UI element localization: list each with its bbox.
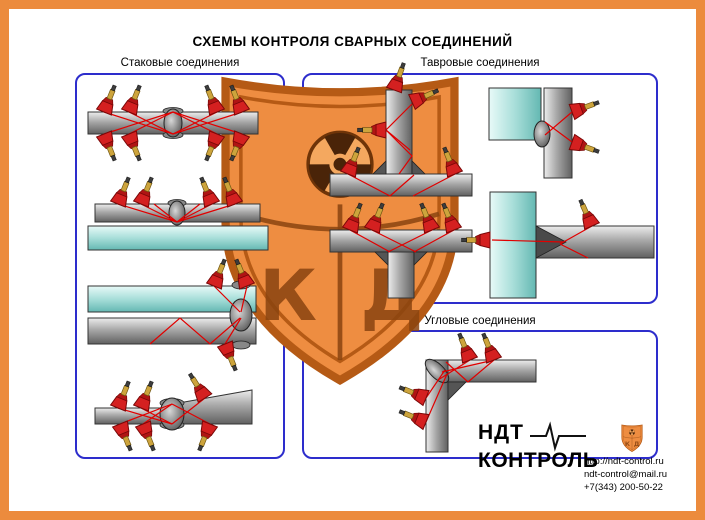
- probe-icon: [193, 174, 220, 208]
- fillet-weld: [374, 251, 389, 266]
- brand-name-top: НДТ: [478, 421, 524, 444]
- probe-icon: [191, 420, 218, 454]
- probe-icon: [96, 82, 123, 116]
- ultrasound-rays: [425, 359, 495, 423]
- probe-icon: [475, 330, 502, 364]
- contact-website: http://ndt-control.ru: [584, 456, 664, 467]
- page-title: СХЕМЫ КОНТРОЛЯ СВАРНЫХ СОЕДИНЕНИЙ: [192, 34, 513, 49]
- flange-plate: [329, 229, 473, 253]
- panel-label-butt-joints: Стаковые соединения: [120, 57, 240, 69]
- brand-pulse-icon: [530, 421, 586, 452]
- probe-icon: [133, 378, 160, 412]
- probe-icon: [396, 379, 430, 406]
- flange-plate: [329, 173, 473, 197]
- panel-box-corner-joints: [302, 330, 658, 459]
- probe-icon: [121, 130, 148, 164]
- tee-scheme-3: [329, 200, 473, 299]
- ultrasound-rays: [544, 111, 573, 143]
- horizontal-plate: [447, 359, 537, 383]
- flange-plate: [489, 191, 537, 299]
- ultrasound-rays: [117, 397, 211, 425]
- probe-icon: [110, 174, 137, 208]
- fillet-weld: [372, 160, 387, 175]
- probe-icon: [182, 369, 213, 403]
- probe-icon: [451, 330, 478, 364]
- ultrasound-rays: [349, 229, 455, 253]
- tee-scheme-1: [329, 59, 473, 197]
- butt-scheme-4: [94, 369, 253, 454]
- weld-bead: [163, 108, 183, 138]
- ultrasound-rays: [117, 203, 236, 223]
- probe-icon: [198, 82, 225, 116]
- tee-scheme-4: [461, 191, 655, 299]
- probe-icon: [396, 403, 430, 430]
- panel-label-tee-joints: Тавровые соединения: [420, 57, 540, 69]
- probe-icon: [121, 82, 148, 116]
- thick-plate: [172, 389, 253, 425]
- probe-icon: [112, 420, 139, 454]
- probe-icon: [96, 130, 123, 164]
- fillet-weld: [413, 251, 428, 266]
- panel-label-corner-joints: Угловые соединения: [424, 315, 536, 327]
- web-plate: [385, 89, 413, 175]
- probe-icon: [572, 196, 600, 230]
- probe-icon: [135, 420, 162, 454]
- contact-phone: +7(343) 200-50-22: [584, 482, 663, 493]
- weld-bead: [229, 298, 253, 332]
- ultrasound-rays: [149, 285, 248, 345]
- brand-name-bottom: КОНТРОЛЬ: [478, 449, 599, 472]
- probe-icon: [133, 174, 160, 208]
- weld-bead: [533, 120, 551, 148]
- contact-email: ndt-control@mail.ru: [584, 469, 668, 480]
- probe-icon: [568, 94, 603, 121]
- probe-icon: [110, 378, 137, 412]
- ultrasound-rays: [103, 111, 243, 135]
- web-plate: [387, 251, 415, 299]
- fillet-weld: [447, 381, 467, 401]
- probe-icon: [568, 133, 603, 160]
- weld-cap: [231, 340, 251, 350]
- backing-pipe: [87, 225, 269, 251]
- brand-shield-icon: [621, 424, 643, 452]
- butt-scheme-2: [87, 174, 269, 251]
- fillet-weld: [411, 160, 426, 175]
- butt-scheme-1: [87, 82, 259, 164]
- pipe-wall: [87, 285, 257, 313]
- probe-icon: [198, 130, 225, 164]
- web-plate: [488, 87, 542, 141]
- butt-scheme-3: [87, 256, 257, 374]
- tee-scheme-2: [488, 87, 603, 179]
- weld-bead: [159, 397, 185, 431]
- corner-scheme: [396, 330, 537, 453]
- ultrasound-rays: [491, 225, 593, 259]
- flange-plate: [543, 87, 573, 179]
- ultrasound-rays: [347, 103, 456, 197]
